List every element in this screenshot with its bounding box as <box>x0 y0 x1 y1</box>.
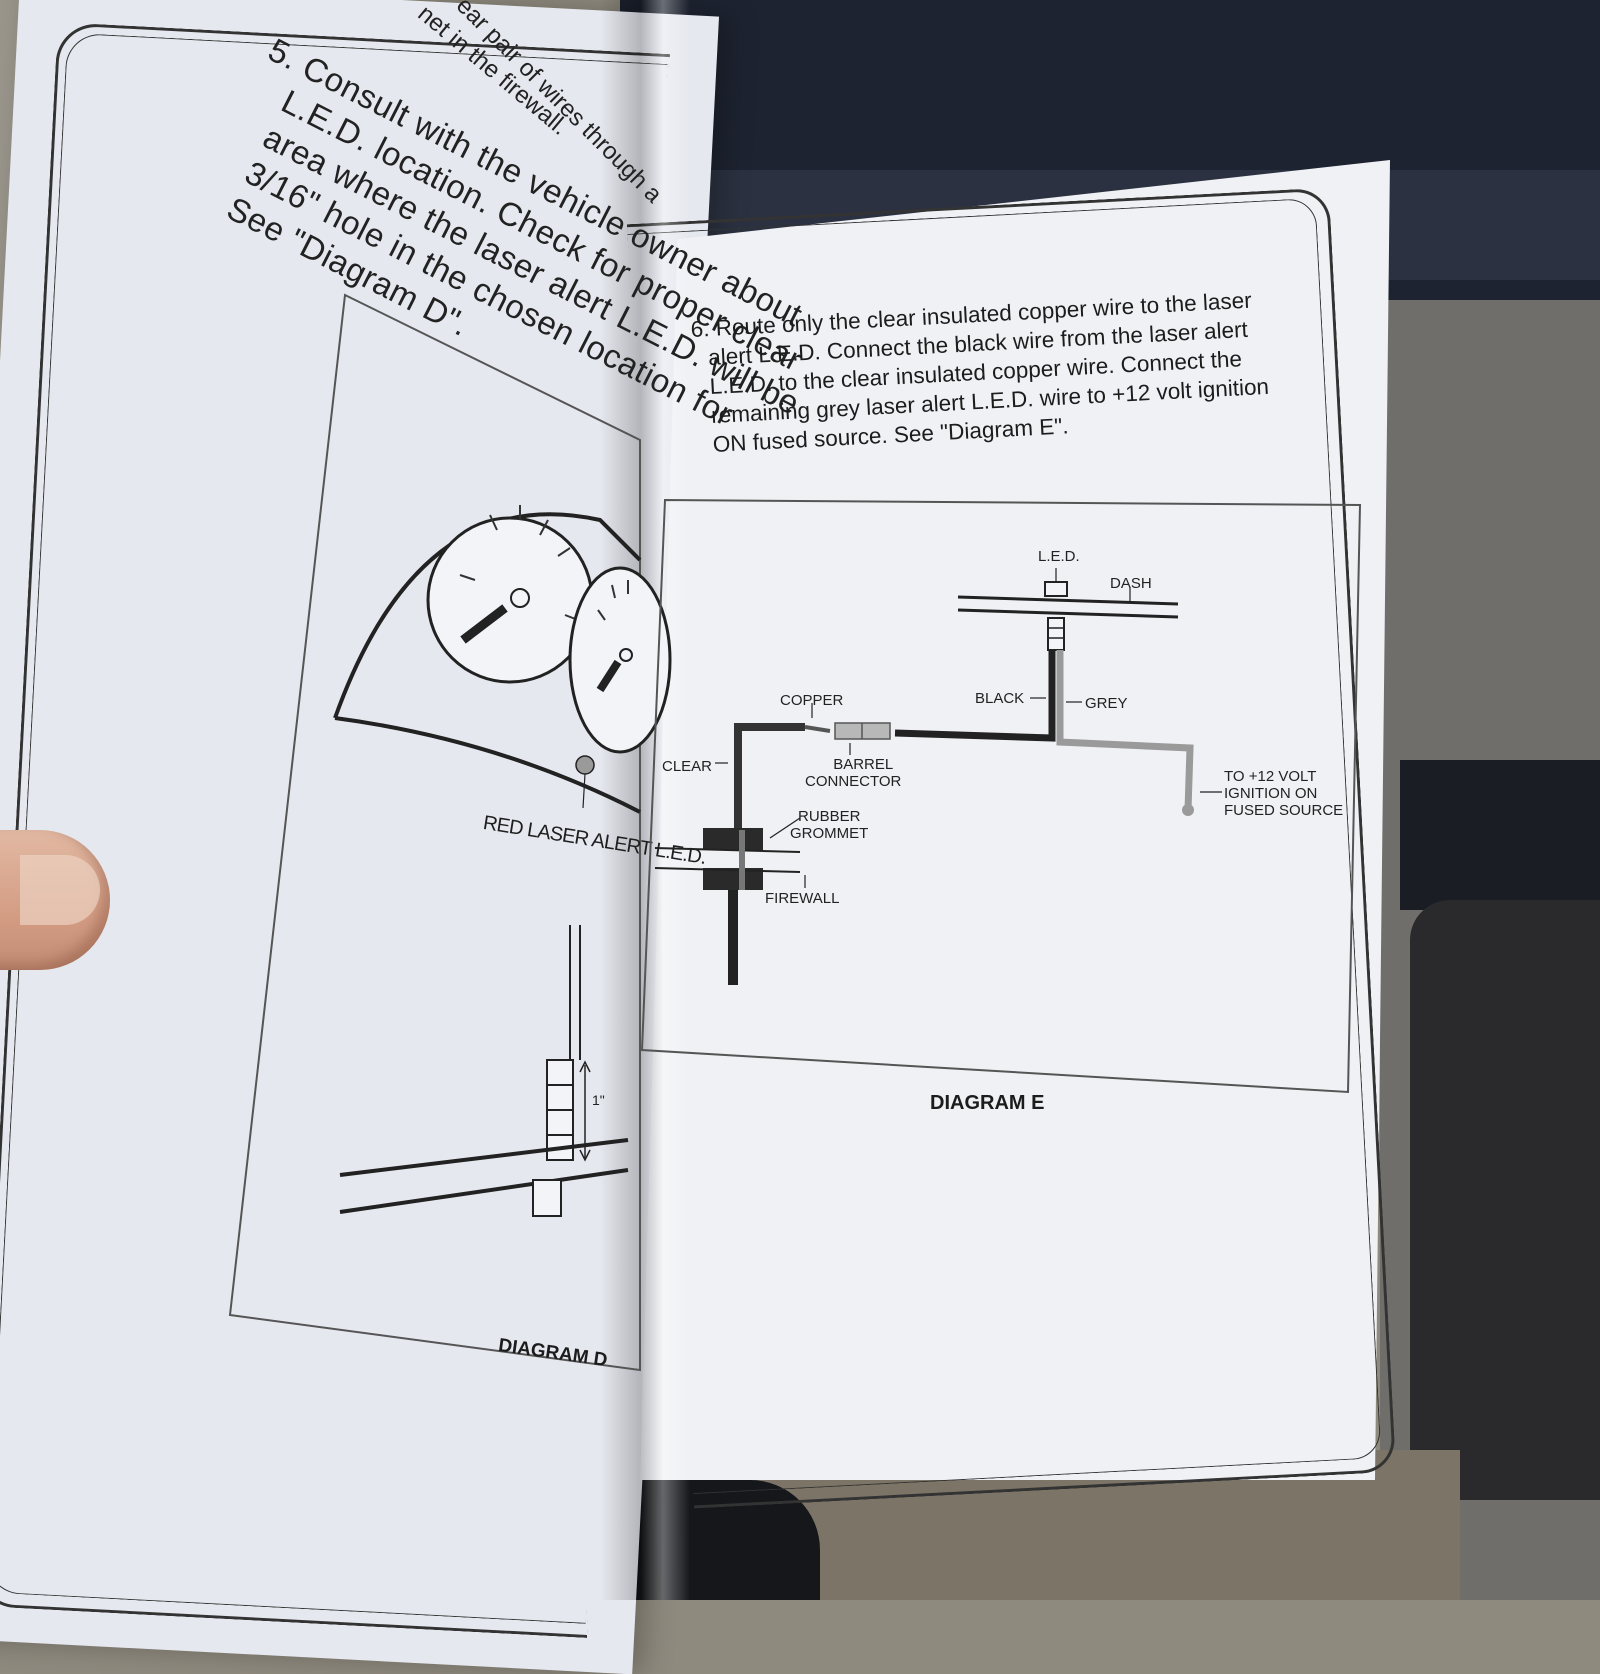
black-label: BLACK <box>975 690 1025 707</box>
firewall-label: FIREWALL <box>765 890 840 907</box>
diagram-e-frame <box>640 498 1362 1094</box>
diagram-e-caption: DIAGRAM E <box>930 1092 1045 1114</box>
diagram-d-frame <box>228 293 641 1372</box>
clear-label: CLEAR <box>662 758 713 775</box>
volt-label-line-1: TO +12 VOLT <box>1224 768 1317 785</box>
dash-label: DASH <box>1110 575 1152 592</box>
rubber-label-line-2: GROMMET <box>790 825 869 842</box>
grey-label: GREY <box>1085 695 1128 712</box>
grey-wire <box>1056 650 1194 811</box>
led-housing <box>1044 581 1068 597</box>
rubber-label-line-1: RUBBER <box>798 808 861 825</box>
dashboard-lower-edge <box>334 716 641 814</box>
rubber-grommet-bottom <box>703 868 763 890</box>
dash-panel-line-2 <box>957 608 1179 619</box>
rubber-grommet-label: RUBBER GROMMET <box>790 808 868 842</box>
copper-label: COPPER <box>780 692 844 709</box>
led-stem <box>1047 617 1065 651</box>
copper-wire-end <box>804 725 831 733</box>
tachometer-gauge <box>568 566 672 754</box>
dash-panel-line-1 <box>957 595 1179 606</box>
plastic-bag-with-cables <box>1410 900 1600 1500</box>
led-mount-cross-section <box>339 925 629 1217</box>
thumbnail <box>20 855 100 925</box>
background-dark-case <box>1400 760 1600 910</box>
firewall-line-2 <box>654 867 801 873</box>
ignition-source-label: TO +12 VOLT IGNITION ON FUSED SOURCE <box>1224 768 1343 819</box>
led-leader-line <box>582 773 586 809</box>
diagram-d-illustration <box>228 293 672 1372</box>
right-page <box>640 160 1390 1480</box>
diagram-e-wiring-illustration <box>640 498 1362 1094</box>
barrel-label-line-1: BARREL <box>833 756 894 773</box>
rubber-grommet-top <box>703 828 763 850</box>
rubber-grommet-leader <box>769 817 801 839</box>
speedometer-gauge <box>426 505 594 684</box>
grey-wire-terminal <box>1182 804 1194 816</box>
clear-copper-wire <box>734 723 805 830</box>
dimension-label: 1" <box>592 1092 605 1108</box>
firewall-line-1 <box>654 847 801 853</box>
led-label: L.E.D. <box>1038 548 1080 565</box>
barrel-connector-label: BARREL CONNECTOR <box>805 756 901 790</box>
barrel-label-line-2: CONNECTOR <box>805 773 902 790</box>
volt-label-line-2: IGNITION ON <box>1224 785 1318 802</box>
volt-label-line-3: FUSED SOURCE <box>1224 802 1344 819</box>
black-wire <box>894 650 1056 742</box>
